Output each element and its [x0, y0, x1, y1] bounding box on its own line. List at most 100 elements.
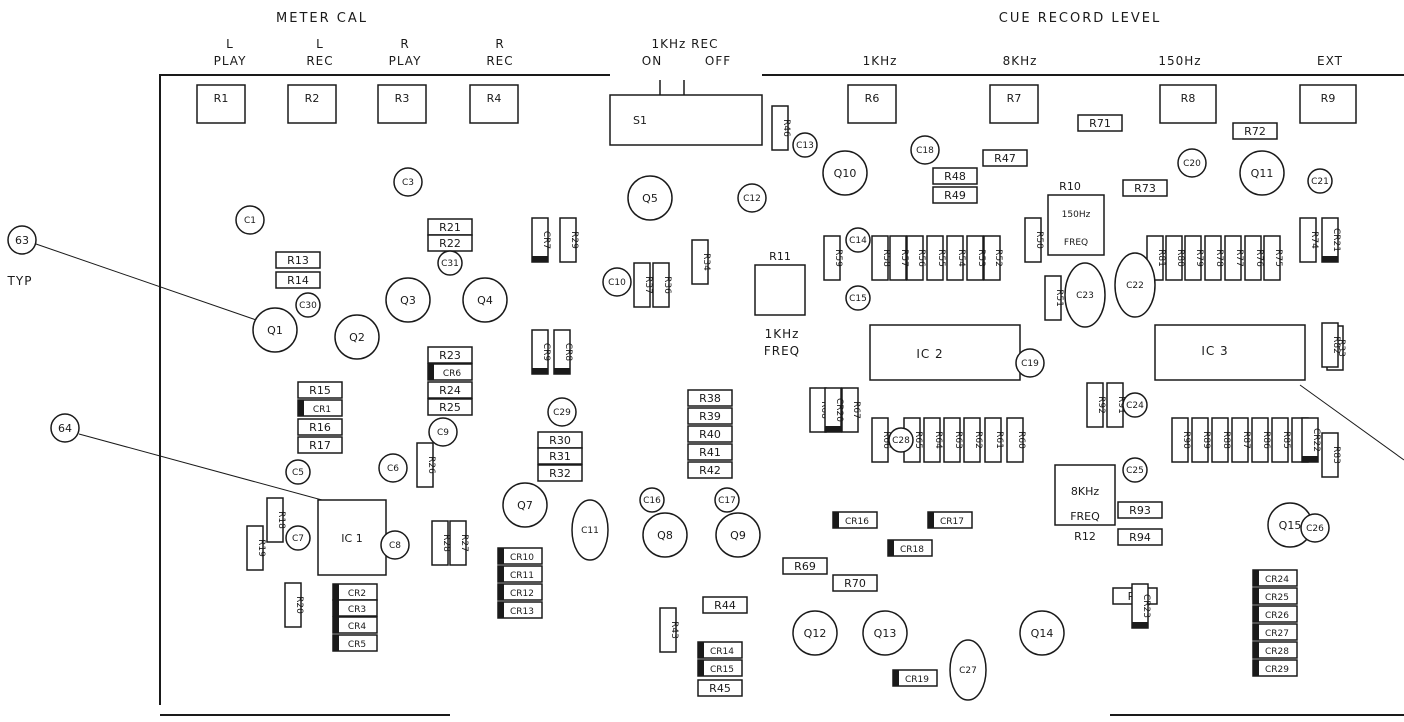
resistor-r86-label: R86 [1261, 431, 1271, 449]
resistor-r49: R49 [932, 186, 978, 204]
resistor-r52-label: R52 [993, 249, 1003, 267]
resistor-r79-label: R79 [1194, 249, 1204, 267]
resistor-r17-label: R17 [309, 439, 331, 452]
resistor-r14: R14 [275, 271, 321, 289]
diode-cr13: CR13 [497, 601, 543, 619]
capacitor-c23-label: C23 [1076, 291, 1094, 301]
capacitor-c25: C25 [1122, 457, 1148, 483]
diode-cr27: CR27 [1252, 623, 1298, 641]
capacitor-c15-label: C15 [849, 294, 867, 304]
diode-cr18-label: CR18 [900, 545, 924, 555]
diode-cr28: CR28 [1252, 641, 1298, 659]
resistor-r50-label: R50 [1034, 231, 1044, 249]
resistor-r74: R74 [1299, 217, 1319, 263]
capacitor-c12-label: C12 [743, 194, 761, 204]
pot-r1: R1 [196, 84, 246, 124]
capacitor-c20: C20 [1177, 148, 1207, 178]
resistor-r29: R29 [559, 217, 579, 263]
resistor-r44: R44 [702, 596, 748, 614]
callout-typ: TYP [7, 274, 33, 288]
resistor-r23-label: R23 [439, 349, 461, 362]
capacitor-c19: C19 [1015, 348, 1045, 378]
resistor-r45: R45 [697, 679, 743, 697]
resistor-r16: R16 [297, 418, 343, 436]
resistor-r51: R51 [1044, 275, 1064, 321]
l-play-bottom: PLAY [214, 54, 247, 68]
diode-cr4: CR4 [332, 616, 378, 634]
capacitor-c30-label: C30 [299, 301, 317, 311]
resistor-r75: R75 [1263, 235, 1283, 281]
ic-3: IC 3 [1154, 324, 1306, 381]
resistor-r13-label: R13 [287, 254, 309, 267]
diode-cr21-label: CR21 [1331, 228, 1341, 252]
pot-r8: R8 [1159, 84, 1217, 124]
resistor-r64: R64 [923, 417, 943, 463]
transistor-q2-label: Q2 [349, 331, 365, 344]
capacitor-c29: C29 [547, 397, 577, 427]
diode-cr20: CR20 [824, 387, 844, 433]
trim-r10-label: R10 [1059, 180, 1081, 193]
resistor-r94: R94 [1117, 528, 1163, 546]
resistor-r61: R61 [984, 417, 1004, 463]
resistor-r76: R76 [1244, 235, 1264, 281]
diode-cr26: CR26 [1252, 605, 1298, 623]
capacitor-c13-label: C13 [796, 141, 814, 151]
capacitor-c28: C28 [888, 427, 914, 453]
diode-cr17: CR17 [927, 511, 973, 529]
resistor-r90-label: R90 [1181, 431, 1191, 449]
transistor-q9-label: Q9 [730, 529, 746, 542]
resistor-r45-label: R45 [709, 682, 731, 695]
resistor-r83-label: R83 [1331, 446, 1341, 464]
resistor-r42: R42 [687, 461, 733, 479]
resistor-r90: R90 [1171, 417, 1191, 463]
resistor-r54: R54 [946, 235, 966, 281]
capacitor-c17-label: C17 [718, 496, 736, 506]
board-outline [159, 74, 1404, 705]
diode-cr16-label: CR16 [845, 517, 869, 527]
callout-64: 64 [58, 422, 72, 435]
pot-r3: R3 [377, 84, 427, 124]
khz-rec-label: 1KHz REC [652, 37, 719, 51]
resistor-r24-label: R24 [439, 384, 461, 397]
capacitor-c8: C8 [380, 530, 410, 560]
diode-cr1-label: CR1 [313, 405, 331, 415]
resistor-r30: R30 [537, 431, 583, 449]
resistor-r93: R93 [1117, 501, 1163, 519]
resistor-r18-label: R18 [276, 511, 286, 529]
ic-3-label: IC 3 [1201, 344, 1228, 358]
resistor-r88-label: R88 [1221, 431, 1231, 449]
switch-off-label: OFF [705, 54, 731, 68]
pot-r3-label: R3 [395, 92, 410, 105]
resistor-r20-label: R20 [294, 596, 304, 614]
capacitor-c21: C21 [1307, 168, 1333, 194]
resistor-r60-label: R60 [1016, 431, 1026, 449]
diode-cr24-label: CR24 [1265, 575, 1289, 585]
diode-cr3: CR3 [332, 599, 378, 617]
switch-s1-label: S1 [633, 114, 647, 127]
capacitor-c13: C13 [792, 132, 818, 158]
pot-r7: R7 [989, 84, 1039, 124]
resistor-r89-label: R89 [1201, 431, 1211, 449]
pot-r9: R9 [1299, 84, 1357, 124]
resistor-r34: R34 [691, 239, 711, 285]
resistor-r26-label: R26 [426, 456, 436, 474]
resistor-r17: R17 [297, 436, 343, 454]
resistor-r50: R50 [1024, 217, 1044, 263]
ic-1-label: IC 1 [341, 532, 362, 545]
capacitor-c5-label: C5 [292, 468, 304, 478]
capacitor-c7: C7 [285, 525, 311, 551]
diode-cr29: CR29 [1252, 659, 1298, 677]
transistor-q13: Q13 [862, 610, 908, 656]
resistor-r52: R52 [983, 235, 1003, 281]
capacitor-c26-label: C26 [1306, 524, 1324, 534]
resistor-r41-label: R41 [699, 446, 721, 459]
resistor-r38: R38 [687, 389, 733, 407]
resistor-r67: R67 [841, 387, 861, 433]
capacitor-c24: C24 [1122, 392, 1148, 418]
capacitor-c5: C5 [285, 459, 311, 485]
diode-cr17-label: CR17 [940, 517, 964, 527]
transistor-q2: Q2 [334, 314, 380, 360]
capacitor-c16: C16 [639, 487, 665, 513]
capacitor-c12: C12 [737, 183, 767, 213]
diode-cr24: CR24 [1252, 569, 1298, 587]
